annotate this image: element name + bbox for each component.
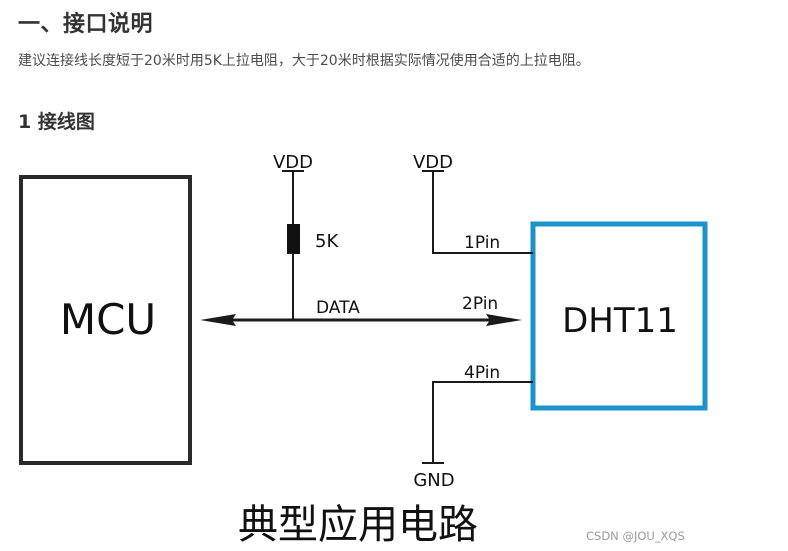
gnd-label: GND — [413, 470, 454, 491]
pin4-wire — [432, 381, 533, 463]
vdd-right-label: VDD — [413, 152, 453, 173]
wiring-subheading: 1 接线图 — [18, 111, 95, 133]
mcu-box — [19, 175, 192, 465]
watermark: CSDN @JOU_XQS — [586, 529, 685, 543]
pin1-wire — [432, 171, 533, 254]
description-paragraph: 建议连接线长度短于20米时用5K上拉电阻，大于20米时根据实际情况使用合适的上拉… — [18, 53, 590, 69]
diagram-caption: 典型应用电路 — [238, 502, 478, 548]
pullup-resistor — [287, 224, 300, 254]
pin4-label: 4Pin — [464, 363, 500, 383]
vdd-left-label: VDD — [273, 152, 313, 173]
pin2-label: 2Pin — [462, 294, 498, 314]
mcu-label: MCU — [60, 295, 156, 344]
dht11-label: DHT11 — [562, 301, 678, 341]
data-arrow-right — [486, 314, 522, 326]
section-heading: 一、接口说明 — [18, 12, 154, 37]
data-arrow-left — [200, 314, 236, 326]
pin1-label: 1Pin — [464, 233, 500, 253]
resistor-label: 5K — [315, 231, 339, 252]
dht11-box — [530, 221, 708, 411]
data-label: DATA — [316, 298, 360, 318]
